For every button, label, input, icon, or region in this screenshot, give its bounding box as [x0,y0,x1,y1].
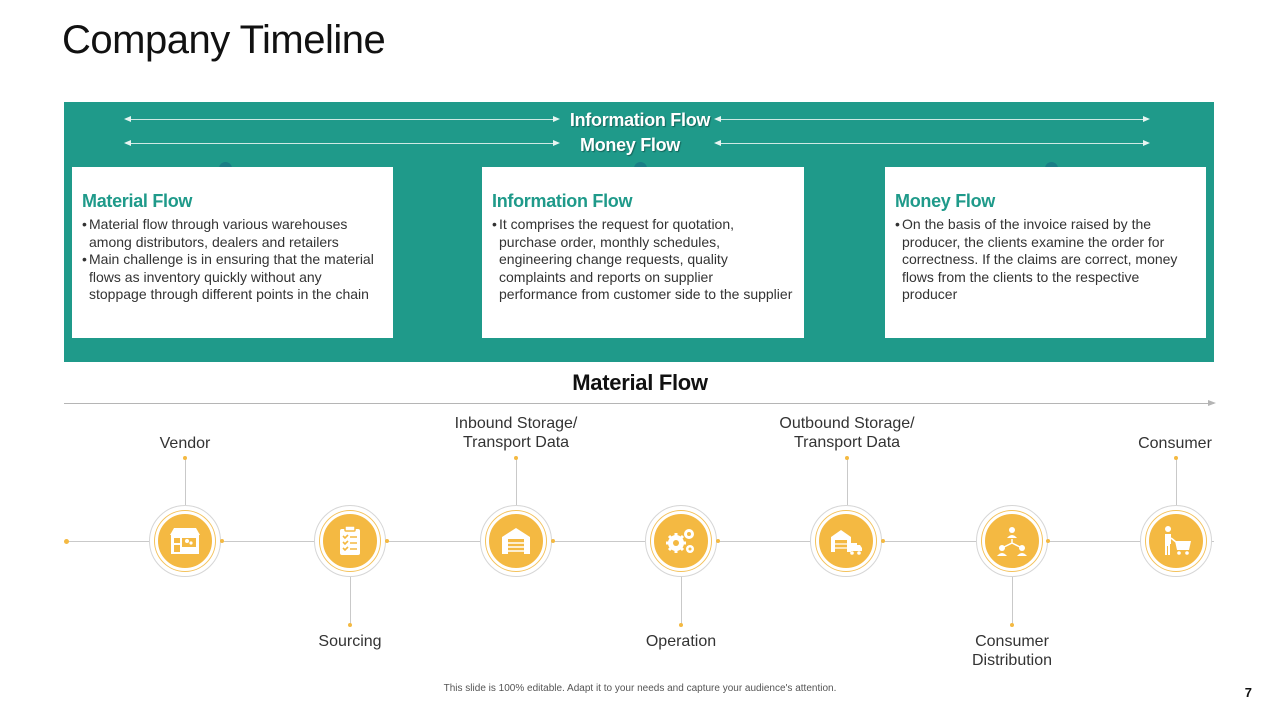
step-label-consumer: Consumer [1138,435,1212,452]
information-flow-arrow-right [714,116,1150,122]
node-outbound-storage [810,505,882,577]
card-bullet: Material flow through various warehouses… [82,216,383,251]
step-label-vendor: Vendor [159,435,211,452]
card-bullets: It comprises the request for quotation, … [492,216,794,304]
stem-dot [679,623,683,627]
warehouse-icon [502,528,530,554]
card-material-flow: Material Flow Material flow through vari… [72,167,393,338]
node-operation [645,505,717,577]
node-dot [385,539,389,543]
page-title: Company Timeline [62,18,386,62]
stem-dot [1010,623,1014,627]
card-bullet: Main challenge is in ensuring that the m… [82,251,383,304]
people-network-icon [997,527,1027,556]
gears-icon [666,529,694,553]
stem-sourcing [350,577,351,625]
step-label-inbound: Inbound Storage/ Transport Data [454,415,578,451]
node-inbound-storage [480,505,552,577]
money-flow-label: Money Flow [580,135,680,155]
node-dot [220,539,224,543]
stem-inbound [516,458,517,505]
footer-note: This slide is 100% editable. Adapt it to… [443,683,837,694]
timeline-start-dot [64,539,69,544]
step-label-consumer-distribution: Consumer Distribution [971,633,1053,669]
card-bullets: Material flow through various warehouses… [82,216,383,304]
node-consumer [1140,505,1212,577]
card-title: Information Flow [492,191,633,211]
material-flow-title: Material Flow [572,370,708,395]
money-flow-arrow-right [714,140,1150,146]
stem-vendor [185,458,186,505]
card-bullets: On the basis of the invoice raised by th… [895,216,1196,304]
card-title: Material Flow [82,191,193,211]
node-dot [881,539,885,543]
card-information-flow: Information Flow It comprises the reques… [482,167,804,338]
store-icon [170,528,200,554]
stem-consumer-distribution [1012,577,1013,625]
step-label-operation: Operation [645,633,717,650]
material-flow-arrow [64,400,1216,406]
stem-dot [845,456,849,460]
stem-dot [1174,456,1178,460]
shopping-cart-person-icon [1165,526,1191,555]
card-money-flow: Money Flow On the basis of the invoice r… [885,167,1206,338]
money-flow-arrow-left [124,140,560,146]
node-dot [716,539,720,543]
stem-consumer [1176,458,1177,505]
page-number: 7 [1244,685,1252,700]
card-title: Money Flow [895,191,995,211]
warehouse-truck-icon [831,530,862,555]
information-flow-arrow-left [124,116,560,122]
information-flow-label: Information Flow [569,110,711,130]
node-sourcing [314,505,386,577]
clipboard-checklist-icon [340,525,360,555]
step-label-outbound: Outbound Storage/ Transport Data [779,415,915,451]
timeline-line [66,541,1214,542]
card-bullet: It comprises the request for quotation, … [492,216,794,304]
node-dot [1046,539,1050,543]
step-label-sourcing: Sourcing [318,633,382,650]
node-vendor [149,505,221,577]
node-consumer-distribution [976,505,1048,577]
node-dot [551,539,555,543]
stem-operation [681,577,682,625]
stem-dot [348,623,352,627]
stem-dot [514,456,518,460]
card-bullet: On the basis of the invoice raised by th… [895,216,1196,304]
stem-outbound [847,458,848,505]
stem-dot [183,456,187,460]
